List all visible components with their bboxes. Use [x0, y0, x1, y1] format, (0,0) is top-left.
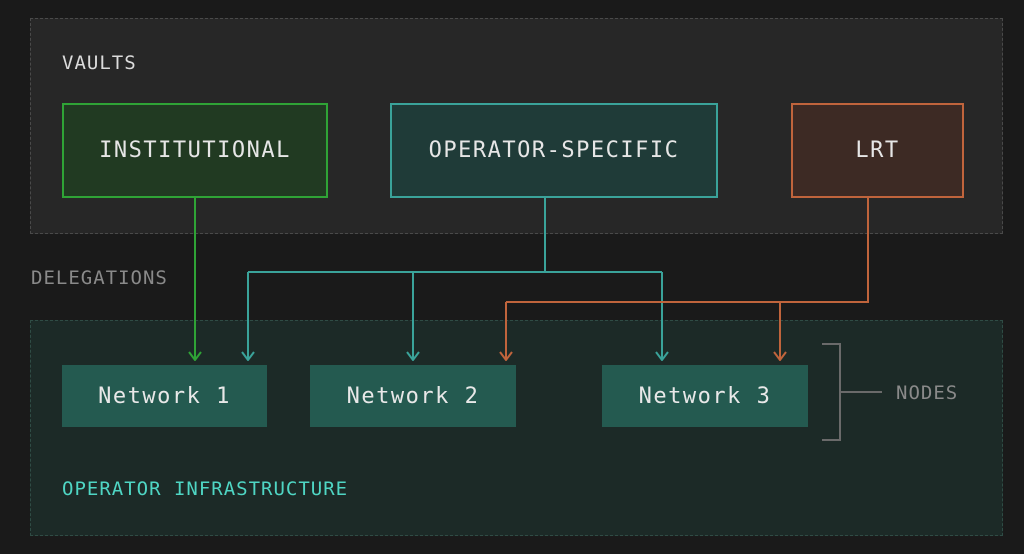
- vault-lrt: LRT: [791, 103, 964, 198]
- vault-operator-specific: OPERATOR-SPECIFIC: [390, 103, 718, 198]
- nodes-bracket: [822, 343, 882, 441]
- network-1-box: Network 1: [62, 365, 267, 427]
- operator-infrastructure-label: OPERATOR INFRASTRUCTURE: [62, 478, 349, 500]
- network-2-box: Network 2: [310, 365, 516, 427]
- operator-specific-trunk: [248, 198, 662, 273]
- nodes-label: NODES: [896, 382, 959, 404]
- network-3-box: Network 3: [602, 365, 808, 427]
- vault-institutional: INSTITUTIONAL: [62, 103, 328, 198]
- vaults-label: VAULTS: [62, 52, 137, 74]
- delegations-label: DELEGATIONS: [31, 267, 168, 289]
- lrt-trunk: [506, 198, 869, 303]
